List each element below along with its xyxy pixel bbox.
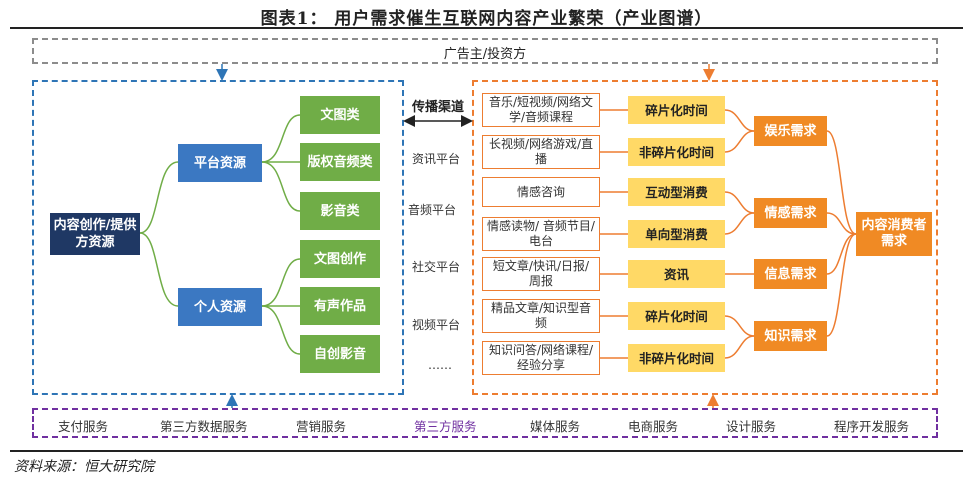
- content-source-item: 情感读物/ 音频节目/电台: [482, 217, 600, 251]
- content-source-item: 长视频/网络游戏/直播: [482, 135, 600, 169]
- channel-social: 社交平台: [412, 260, 461, 274]
- text-image-creation-node: 文图创作: [300, 240, 380, 278]
- emotional-need-node: 情感需求: [754, 198, 827, 228]
- video-node: 影音类: [300, 192, 380, 230]
- service-item: 营销服务: [296, 419, 347, 434]
- service-item: 支付服务: [58, 419, 109, 434]
- consumption-type-item: 互动型消费: [628, 178, 725, 206]
- consumption-type-item: 碎片化时间: [628, 96, 725, 124]
- consumption-type-item: 单向型消费: [628, 220, 725, 248]
- service-item: 电商服务: [628, 419, 679, 434]
- figure-title: 图表1： 用户需求催生互联网内容产业繁荣（产业图谱）: [260, 9, 713, 29]
- content-source-item: 精品文章/知识型音频: [482, 299, 600, 333]
- consumption-type-item: 非碎片化时间: [628, 344, 725, 372]
- channel-news: 资讯平台: [412, 152, 461, 166]
- channels-header: 传播渠道: [412, 100, 465, 115]
- personal-resources-node: 个人资源: [178, 288, 262, 326]
- service-item: 第三方数据服务: [160, 419, 248, 434]
- creation-resources-panel: [32, 80, 404, 395]
- self-made-video-node: 自创影音: [300, 335, 380, 373]
- services-box: [32, 408, 938, 438]
- source-note: 资料来源：恒大研究院: [14, 459, 154, 475]
- knowledge-need-node: 知识需求: [754, 321, 827, 351]
- consumption-type-item: 碎片化时间: [628, 302, 725, 330]
- creator-resources-node: 内容创作/提供方资源: [50, 213, 140, 255]
- text-image-node: 文图类: [300, 96, 380, 134]
- platform-resources-node: 平台资源: [178, 144, 262, 182]
- advertiser-label: 广告主/投资方: [443, 47, 527, 62]
- channel-video: 视频平台: [412, 318, 461, 332]
- channel-more: ……: [428, 358, 452, 372]
- advertiser-box: [32, 38, 938, 64]
- content-source-item: 情感咨询: [482, 177, 600, 207]
- third-party-services-label: 第三方服务: [414, 419, 477, 434]
- service-item: 设计服务: [726, 419, 777, 434]
- audio-works-node: 有声作品: [300, 287, 380, 325]
- content-consumption-panel: [472, 80, 938, 395]
- content-source-item: 音乐/短视频/网络文学/音频课程: [482, 93, 600, 127]
- content-source-item: 短文章/快讯/日报/周报: [482, 257, 600, 291]
- content-source-item: 知识问答/网络课程/经验分享: [482, 341, 600, 375]
- consumption-type-item: 非碎片化时间: [628, 138, 725, 166]
- licensed-audio-node: 版权音频类: [300, 143, 380, 181]
- title-rule: [10, 27, 963, 29]
- footer-rule: [10, 450, 963, 452]
- service-item: 程序开发服务: [834, 419, 910, 434]
- consumer-need-node: 内容消费者需求: [856, 212, 932, 256]
- channel-audio: 音频平台: [408, 203, 457, 217]
- consumption-type-item: 资讯: [628, 260, 725, 288]
- information-need-node: 信息需求: [754, 259, 827, 289]
- entertainment-need-node: 娱乐需求: [754, 116, 827, 146]
- service-item: 媒体服务: [530, 419, 581, 434]
